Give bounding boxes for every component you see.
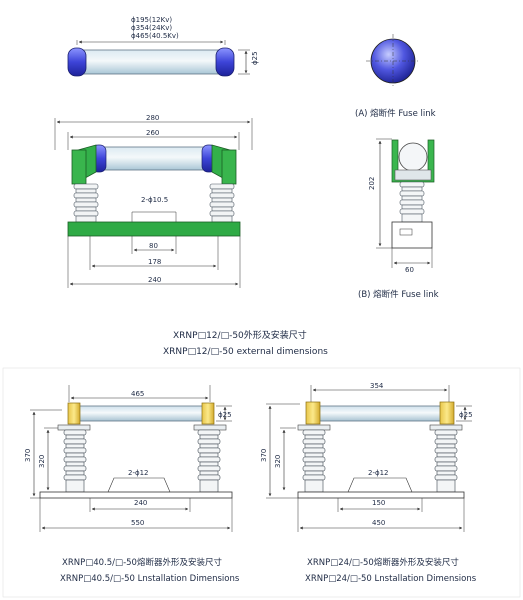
dim-label: 2-ϕ12 [368,469,389,477]
dim-label: 2-ϕ10.5 [141,196,168,204]
dim-label: 320 [38,455,46,468]
dim-label: 354 [370,382,384,390]
assembly-40-5 [30,385,233,532]
caption-40-5-en: XRNP□40.5/□-50 Lnstallation Dimensions [60,574,240,584]
dim-label: 80 [149,242,158,250]
caption-a: (A) 熔断件 Fuse link [355,108,436,119]
dim-label: ϕ195(12Kv) [131,16,172,24]
dim-label: ϕ25 [218,411,232,419]
dim-label: 550 [131,519,144,527]
caption-top-cn: XRNP□12/□-50外形及安装尺寸 [173,329,307,341]
main-assembly [54,118,253,288]
dim-label: 202 [368,177,376,190]
caption-b: (B) 熔断件 Fuse link [358,289,439,300]
caption-top-en: XRNP□12/□-50 external dimensions [163,347,328,357]
dim-label: 60 [405,266,414,274]
dim-label: 2-ϕ12 [128,469,149,477]
dim-label: 370 [24,449,32,462]
fuse-link-top [67,40,250,77]
dim-label: 178 [148,258,161,266]
side-view [376,138,435,268]
fuse-end-sphere [366,34,420,88]
caption-24-cn: XRNP□24/□-50熔断器外形及安装尺寸 [307,557,459,568]
dim-label: 280 [146,114,159,122]
dim-label: ϕ465(40.5Kv) [131,32,179,40]
assembly-24 [266,385,472,532]
dim-label: ϕ25 [459,411,473,419]
caption-40-5-cn: XRNP□40.5/□-50熔断器外形及安装尺寸 [62,557,222,568]
caption-24-en: XRNP□24/□-50 Lnstallation Dimensions [305,574,477,584]
dim-label: ϕ354(24Kv) [131,24,172,32]
dim-label: 370 [260,449,268,462]
dim-label: 240 [134,499,147,507]
dim-label: 240 [148,276,161,284]
dim-label: 260 [146,129,159,137]
dim-label: 450 [372,519,385,527]
dim-label: 320 [274,455,282,468]
dim-label: ϕ25 [251,51,259,65]
dim-label: 150 [372,499,385,507]
dim-label: 465 [131,390,144,398]
